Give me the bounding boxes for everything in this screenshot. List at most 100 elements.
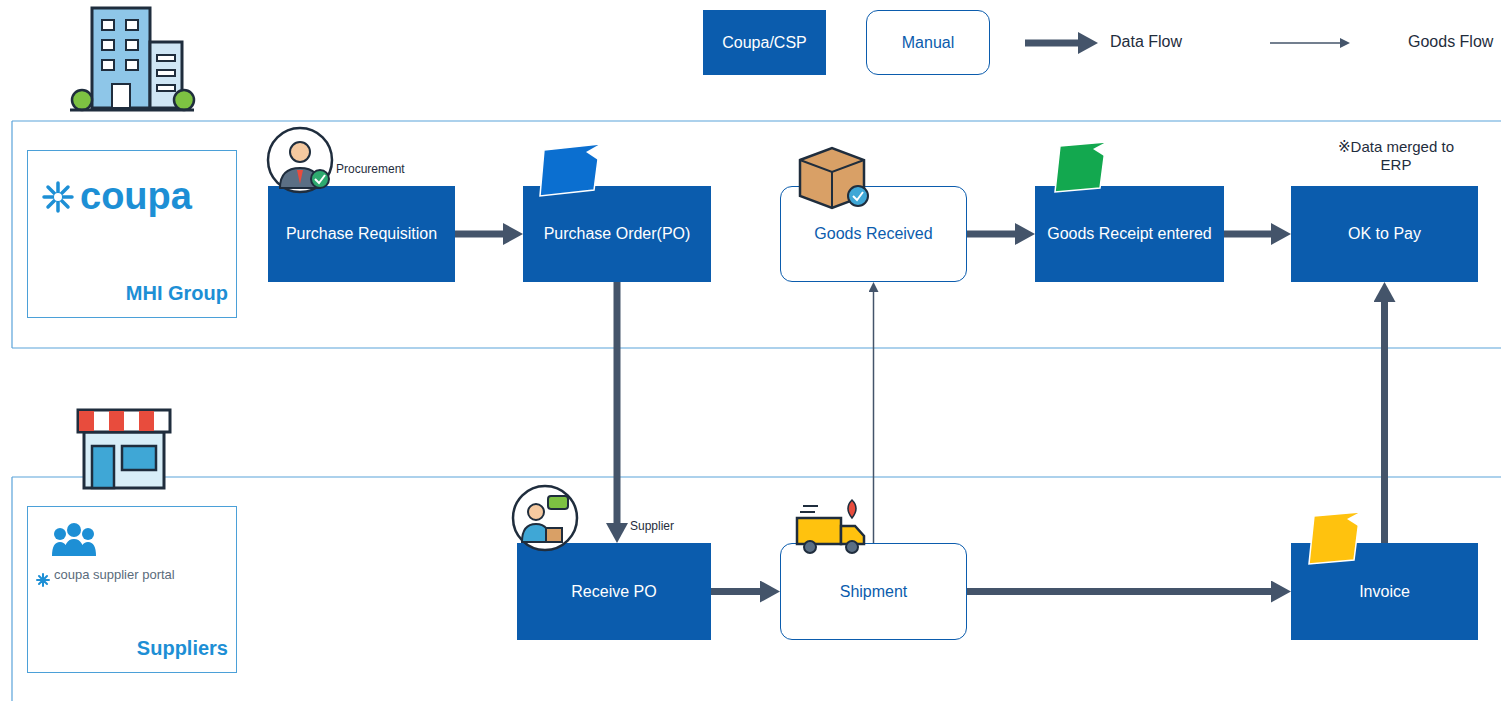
supplier-portal-mark <box>37 574 49 586</box>
process-box: Goods Receipt entered <box>1035 186 1224 282</box>
parcel-icon <box>800 160 864 208</box>
truck-icon <box>797 518 841 544</box>
goods-flow-arrow <box>873 292 875 543</box>
parcel-icon <box>800 148 864 208</box>
legend-swatch: Coupa/CSP <box>703 10 826 75</box>
legend-label: Goods Flow <box>1408 33 1493 51</box>
step-label: Purchase Requisition <box>286 224 437 244</box>
legend-label: Data Flow <box>1110 33 1182 51</box>
document-icon <box>586 144 600 160</box>
data-flow-arrow <box>711 588 760 595</box>
procurement-person-icon <box>290 142 310 162</box>
lane-border <box>12 477 1501 701</box>
process-box: OK to Pay <box>1291 186 1478 282</box>
role-label: Procurement <box>336 162 405 176</box>
parcel-icon <box>853 192 863 200</box>
building-icon <box>102 60 114 70</box>
building-icon <box>70 8 194 110</box>
building-icon <box>157 70 175 76</box>
building-icon <box>126 20 138 30</box>
step-label: Invoice <box>1359 582 1410 602</box>
building-icon <box>72 90 92 110</box>
procurement-person-icon <box>280 168 320 188</box>
building-icon <box>92 8 150 108</box>
supplier-person-icon <box>528 504 544 520</box>
building-icon <box>157 85 175 91</box>
logo-text: coupa <box>80 177 192 215</box>
process-box: Purchase Requisition <box>268 186 455 282</box>
coupa-logo-mark <box>44 183 72 211</box>
truck-icon <box>848 500 856 518</box>
building-icon <box>70 109 194 112</box>
supplier-person-icon <box>548 496 568 509</box>
lane-title: Suppliers <box>137 637 228 660</box>
procurement-person-icon <box>311 170 329 188</box>
step-label: Goods Received <box>814 224 932 244</box>
building-icon <box>126 40 138 50</box>
supplier-portal-mark <box>52 539 96 556</box>
truck-icon <box>804 541 816 553</box>
document-icon <box>1309 512 1360 564</box>
shop-icon <box>122 446 156 470</box>
step-label: Shipment <box>840 582 908 602</box>
shop-icon <box>84 432 164 488</box>
process-box: Receive PO <box>517 543 711 640</box>
lane-title: MHI Group <box>126 282 228 305</box>
data-flow-arrow <box>967 588 1271 595</box>
legend-swatch: Manual <box>866 10 990 75</box>
building-icon <box>112 84 130 108</box>
coupa-logo-mark <box>54 193 62 201</box>
step-label: Purchase Order(PO) <box>544 224 691 244</box>
legend-item: Data Flow <box>1110 33 1182 51</box>
swimlane-lines <box>12 121 1501 701</box>
supplier-portal-mark <box>82 528 94 540</box>
process-box: Purchase Order(PO) <box>523 186 711 282</box>
building-icon <box>174 90 194 110</box>
parcel-icon <box>800 148 868 208</box>
document-icon <box>1055 142 1106 192</box>
truck-icon <box>841 526 864 544</box>
building-icon <box>157 55 175 61</box>
edge-group <box>455 234 1385 592</box>
lane-header: coupa supplier portalSuppliers <box>27 506 237 673</box>
building-icon <box>150 42 182 108</box>
procurement-person-icon <box>268 128 332 192</box>
shop-icon <box>92 446 114 488</box>
document-icon <box>1309 512 1360 564</box>
manual-step: Goods Received <box>780 186 967 282</box>
legend-samples <box>1025 43 1340 44</box>
procurement-person-icon <box>297 170 303 184</box>
building-icon <box>102 40 114 50</box>
shop-icon <box>78 410 170 432</box>
procurement-person-icon <box>268 128 332 192</box>
coupa-logo-mark <box>44 183 72 211</box>
shop-icon <box>78 410 170 488</box>
data-flow-sample <box>1025 40 1078 47</box>
lane-header: coupaMHI Group <box>27 150 237 318</box>
data-flow-arrow <box>1224 231 1271 238</box>
note-label: ※Data merged to ERP <box>1333 138 1459 174</box>
supplier-portal-mark <box>54 528 66 540</box>
supplier-portal-mark <box>37 523 96 586</box>
document-icon <box>1093 142 1106 156</box>
shop-icon <box>109 411 124 431</box>
supplier-person-icon <box>513 486 577 550</box>
data-flow-arrow <box>967 231 1015 238</box>
data-flow-arrow <box>614 282 621 523</box>
data-flow-arrow <box>1381 302 1388 543</box>
procurement-person-icon <box>315 175 325 183</box>
building-icon <box>126 60 138 70</box>
legend-label: Manual <box>902 34 954 52</box>
supplier-person-icon <box>513 486 577 550</box>
goods-flow-sample <box>1270 42 1340 44</box>
lane-border <box>12 121 1501 348</box>
document-icon <box>540 144 600 196</box>
legend-item: Goods Flow <box>1408 33 1493 51</box>
process-box: Invoice <box>1291 543 1478 640</box>
data-flow-arrow <box>455 231 503 238</box>
manual-step: Shipment <box>780 543 967 640</box>
shop-icon <box>139 411 154 431</box>
document-icon <box>1347 512 1360 526</box>
